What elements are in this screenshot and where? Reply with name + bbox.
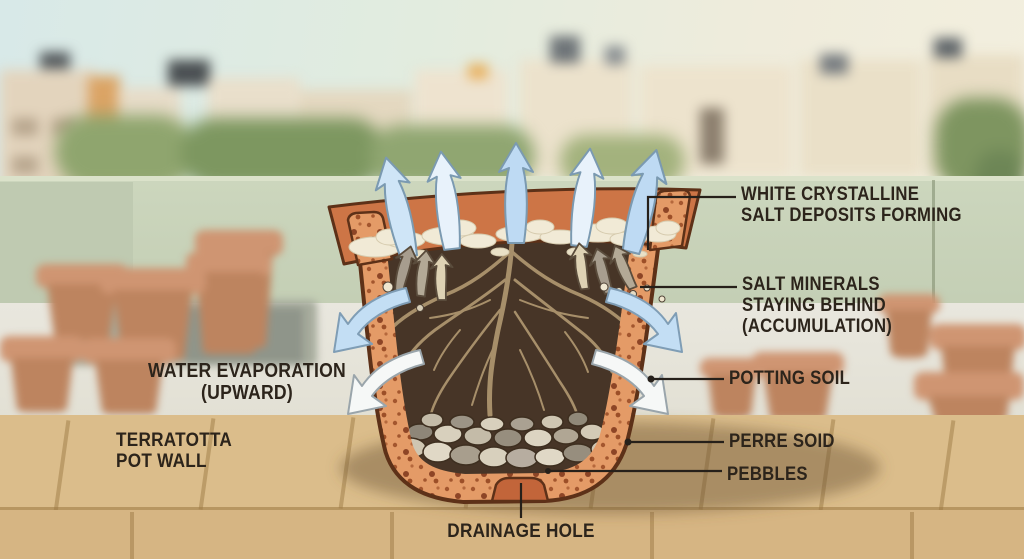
brick-joint (390, 512, 394, 559)
brick-joint (650, 512, 654, 559)
label-white-crystalline: WHITE CRYSTALLINE SALT DEPOSITS FORMING (741, 184, 962, 227)
building-window (12, 118, 38, 136)
building (800, 60, 922, 176)
label-line: WATER EVAPORATION (147, 360, 347, 382)
label-line: WHITE CRYSTALLINE (741, 184, 920, 205)
pot (94, 360, 164, 414)
pot (10, 358, 74, 412)
pot (886, 310, 932, 358)
pot (82, 338, 176, 364)
pot (195, 272, 263, 354)
label-line: SALT MINERALS (742, 274, 880, 295)
building-window (12, 156, 38, 174)
label-drainage-hole: DRAINAGE HOLE (447, 520, 595, 542)
water-tank (820, 54, 848, 74)
building-door (700, 108, 724, 164)
water-tank (605, 46, 625, 65)
building (468, 64, 488, 79)
pebbles-layer (393, 411, 618, 469)
pot (763, 372, 833, 420)
pot (914, 372, 1024, 400)
brick-joint (130, 512, 134, 559)
water-tank (934, 38, 962, 58)
pot (195, 230, 283, 256)
label-line: (ACCUMULATION) (742, 315, 893, 337)
pot (0, 336, 84, 362)
label-line: (UPWARD) (200, 382, 294, 404)
background-pots-left (0, 200, 360, 425)
leader-white-crystalline (646, 195, 736, 250)
label-terracotta-pot-wall: TERRATOTTA POT WALL (116, 429, 233, 473)
water-tank (40, 52, 70, 69)
label-line: TERRATOTTA (116, 429, 233, 451)
leader-lines (519, 195, 737, 518)
leader-dots (545, 375, 655, 474)
background-pots-right (690, 280, 1024, 425)
water-tank (550, 36, 580, 63)
brick-front-face (0, 510, 1024, 559)
label-perre-soid: PERRE SOID (729, 431, 835, 452)
label-water-evaporation: WATER EVAPORATION (UPWARD) (133, 360, 360, 404)
terrace-wall-corner (932, 180, 935, 308)
pot (700, 358, 764, 378)
label-potting-soil: POTTING SOIL (729, 368, 851, 389)
label-pebbles: PEBBLES (727, 464, 808, 485)
pot (930, 324, 1024, 350)
pot (708, 374, 756, 418)
label-salt-minerals: SALT MINERALS STAYING BEHIND (ACCUMULATI… (742, 274, 893, 338)
brick-joint (910, 512, 914, 559)
pot (100, 268, 206, 294)
label-line: STAYING BEHIND (742, 294, 886, 316)
label-line: SALT DEPOSITS FORMING (741, 204, 962, 226)
pot (878, 294, 940, 314)
water-tank (168, 60, 210, 86)
label-line: POT WALL (116, 450, 207, 473)
